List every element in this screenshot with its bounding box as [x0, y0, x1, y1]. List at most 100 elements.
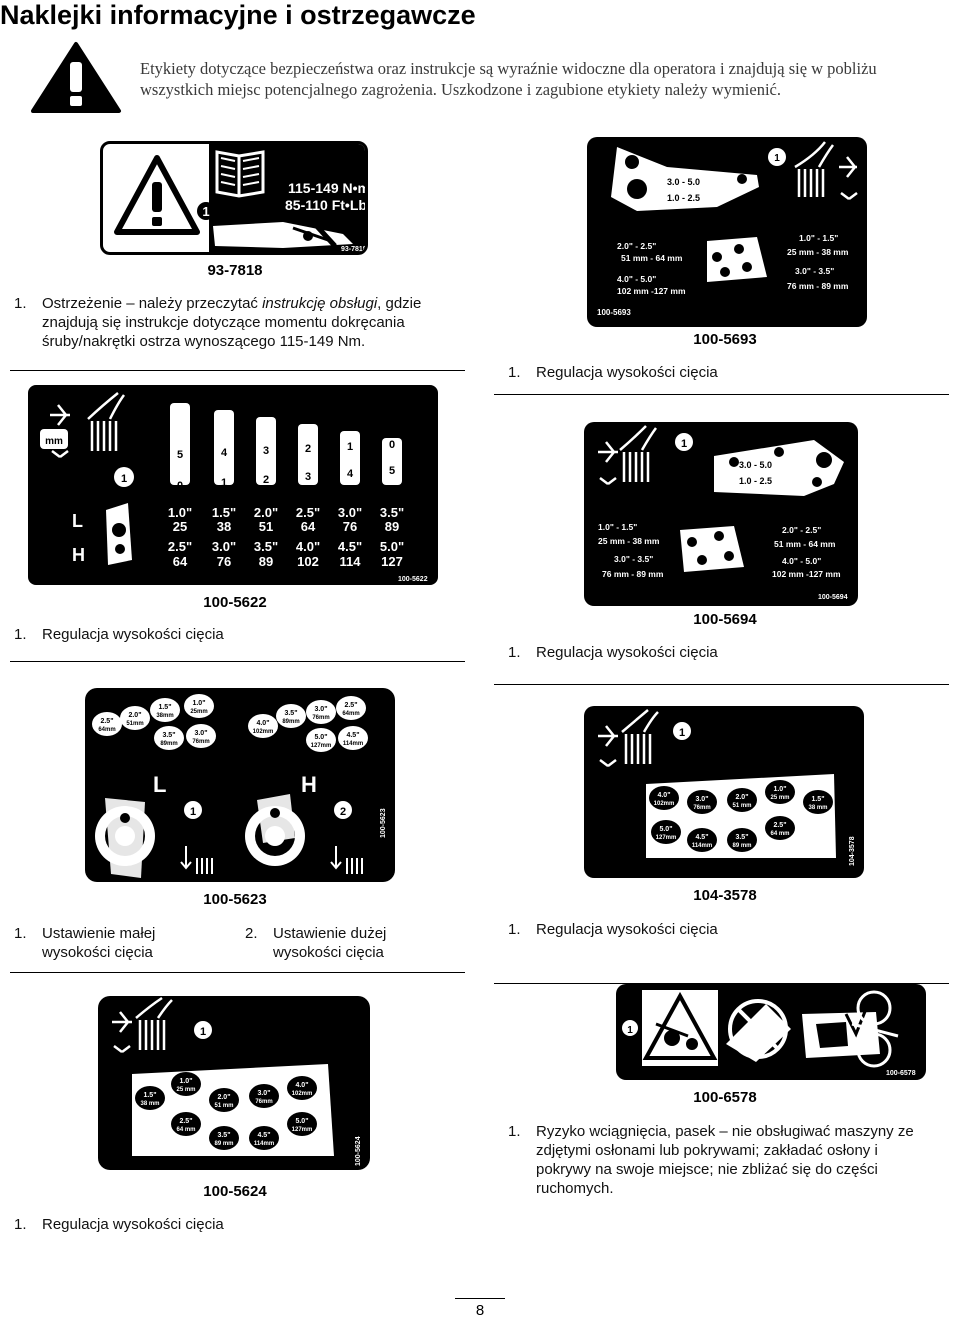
- decal-code: 100-5622: [203, 594, 267, 611]
- intro-text: Etykiety dotyczące bezpieczeństwa oraz i…: [140, 59, 877, 99]
- bubble-inch: 5.0": [314, 734, 327, 741]
- bubble-inch: 2.0": [217, 1094, 230, 1101]
- scale-bottom: 5: [389, 465, 395, 477]
- height-bubble: [184, 694, 214, 718]
- decal-100-5694: 1 3.0 - 5.0 1.0 - 2.5 1.0" - 1.5" 25 mm …: [584, 422, 858, 606]
- svg-text:H: H: [72, 545, 85, 565]
- decal-code: 100-5694: [693, 611, 757, 628]
- scale-top: 5: [177, 449, 183, 461]
- height-bubble: [171, 1072, 201, 1096]
- svg-text:1.0 - 2.5: 1.0 - 2.5: [739, 476, 772, 486]
- caption-100-5623-2: Ustawienie dużej wysokości cięcia: [273, 925, 387, 961]
- bubble-inch: 3.5": [735, 834, 748, 841]
- bubble-inch: 2.5": [773, 822, 786, 829]
- height-bubble: [287, 1076, 317, 1100]
- install-guard-icon: [802, 1003, 880, 1058]
- wheel-high-icon: [245, 794, 305, 866]
- bubble-mm: 25 mm: [770, 795, 789, 801]
- height-in-low: 3.0": [338, 505, 362, 520]
- moving-parts-keep-away-icon: [851, 990, 899, 1068]
- grass-height-icon: [598, 425, 658, 485]
- scale-bottom: 4: [347, 468, 354, 480]
- decal-93-7818: 1 115-149 N•m 85-110 Ft•Lbs 93-7818: [100, 141, 368, 255]
- bubble-inch: 2.0": [735, 794, 748, 801]
- height-in-high: 4.0": [296, 539, 320, 554]
- bubble-mm: 76mm: [693, 805, 710, 811]
- bubble-inch: 2.0": [128, 712, 141, 719]
- height-mm-high: 102: [297, 554, 319, 569]
- bubble-inch: 2.5": [100, 718, 113, 725]
- svg-text:4.0" - 5.0": 4.0" - 5.0": [617, 274, 656, 284]
- svg-text:51 mm - 64 mm: 51 mm - 64 mm: [774, 539, 836, 549]
- height-bubble: [248, 714, 278, 738]
- page-title: Naklejki informacyjne i ostrzegawcze: [0, 0, 476, 30]
- wheel-low-icon: [95, 798, 155, 878]
- bubble-mm: 114mm: [254, 1141, 274, 1147]
- warning-triangle-icon: [114, 155, 200, 235]
- bubble-mm: 102mm: [654, 801, 675, 807]
- caption-104-3578: Regulacja wysokości cięcia: [536, 921, 718, 938]
- height-bubble: [649, 786, 679, 810]
- svg-text:104-3578: 104-3578: [849, 836, 856, 866]
- svg-text:100-5694: 100-5694: [818, 594, 848, 601]
- scale-bottom: 3: [305, 471, 311, 483]
- bubble-mm: 64mm: [98, 727, 115, 733]
- bubble-inch: 1.0": [773, 786, 786, 793]
- grass-height-icon: [598, 709, 659, 767]
- decal-code: 93-7818: [207, 262, 263, 279]
- decal-code: 100-5693: [693, 331, 757, 348]
- svg-text:100-5622: 100-5622: [398, 576, 428, 583]
- height-mm-low: 76: [343, 519, 357, 534]
- bubble-inch: 5.0": [659, 826, 672, 833]
- height-in-low: 1.0": [168, 505, 192, 520]
- bubble-inch: 3.5": [162, 732, 175, 739]
- svg-text:1.0" - 1.5": 1.0" - 1.5": [799, 233, 838, 243]
- scale-top: 3: [263, 445, 269, 457]
- scale-top: 2: [305, 443, 311, 455]
- height-bubble: [336, 696, 366, 720]
- bubble-mm: 25 mm: [176, 1087, 195, 1093]
- height-bubble: [120, 706, 150, 730]
- height-mm-high: 64: [173, 554, 188, 569]
- caption-100-6578: Ryzyko wciągnięcia, pasek – nie obsługiw…: [536, 1123, 914, 1197]
- callout-1: 1: [627, 1025, 633, 1036]
- svg-text:76 mm - 89 mm: 76 mm - 89 mm: [787, 281, 849, 291]
- svg-text:100-5623: 100-5623: [380, 808, 387, 838]
- height-in-high: 3.5": [254, 539, 278, 554]
- height-in-low: 2.5": [296, 505, 320, 520]
- bubble-mm: 89mm: [160, 741, 177, 747]
- height-bubble: [171, 1112, 201, 1136]
- svg-text:100-5624: 100-5624: [355, 1136, 362, 1166]
- bubble-mm: 38mm: [156, 713, 173, 719]
- height-mm-high: 114: [340, 554, 362, 569]
- caption-100-5694: Regulacja wysokości cięcia: [536, 644, 718, 661]
- height-bubble: [150, 698, 180, 722]
- height-bubble: [135, 1086, 165, 1110]
- svg-text:25 mm - 38 mm: 25 mm - 38 mm: [787, 247, 849, 257]
- height-in-low: 2.0": [254, 505, 278, 520]
- bubble-inch: 5.0": [295, 1118, 308, 1125]
- svg-text:H: H: [301, 772, 317, 797]
- callout-1: 1: [202, 204, 209, 219]
- bubble-mm: 38 mm: [140, 1101, 159, 1107]
- bubble-mm: 51 mm: [732, 803, 751, 809]
- grass-height-icon: [180, 846, 363, 874]
- divider: [494, 983, 949, 984]
- scale-top: 4: [221, 447, 228, 459]
- page-number: 8: [475, 1302, 485, 1319]
- svg-text:L: L: [72, 511, 83, 531]
- bubble-inch: 3.5": [284, 710, 297, 717]
- bubble-inch: 3.0": [695, 796, 708, 803]
- caption-100-5623-1: Ustawienie małej wysokości cięcia: [42, 925, 156, 961]
- svg-text:100-6578: 100-6578: [886, 1070, 916, 1077]
- divider: [494, 394, 949, 395]
- bubble-inch: 3.0": [257, 1090, 270, 1097]
- bubble-mm: 127mm: [311, 743, 332, 749]
- bubble-mm: 51 mm: [214, 1103, 233, 1109]
- callout-2: 2: [340, 806, 346, 818]
- decal-code: 104-3578: [693, 887, 757, 904]
- height-bubble: [687, 790, 717, 814]
- height-bubble: [287, 1112, 317, 1136]
